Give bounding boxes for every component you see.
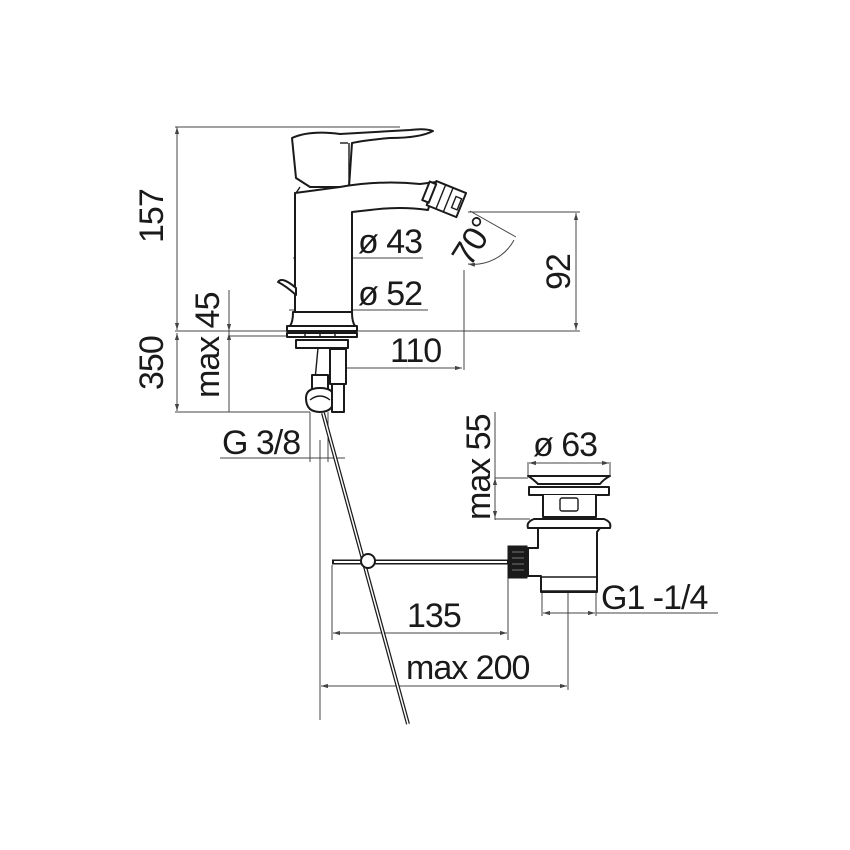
label-height-below-deck: 350 (133, 336, 171, 390)
label-spout-height: 92 (540, 254, 578, 290)
label-waste-flange-diameter: ø 63 (533, 426, 597, 464)
label-spout-reach: 110 (390, 332, 441, 370)
mixer-body (277, 128, 468, 413)
label-rod-reach-max: max 200 (406, 649, 529, 687)
dimension-labels: 157 350 max 45 ø 43 ø 52 70° 92 110 G 3/… (133, 189, 708, 687)
label-spout-tilt: 70° (445, 211, 503, 272)
label-waste-flange-height: max 55 (460, 414, 498, 520)
label-waste-thread: G1 -1/4 (601, 579, 707, 617)
popup-waste (321, 412, 612, 725)
label-base-diameter: ø 52 (358, 275, 422, 313)
label-body-diameter: ø 43 (358, 223, 422, 261)
label-inlet-thread: G 3/8 (222, 424, 300, 462)
label-height-total: 157 (133, 189, 171, 243)
label-rod-length: 135 (407, 597, 461, 635)
label-deck-thickness: max 45 (189, 292, 227, 398)
